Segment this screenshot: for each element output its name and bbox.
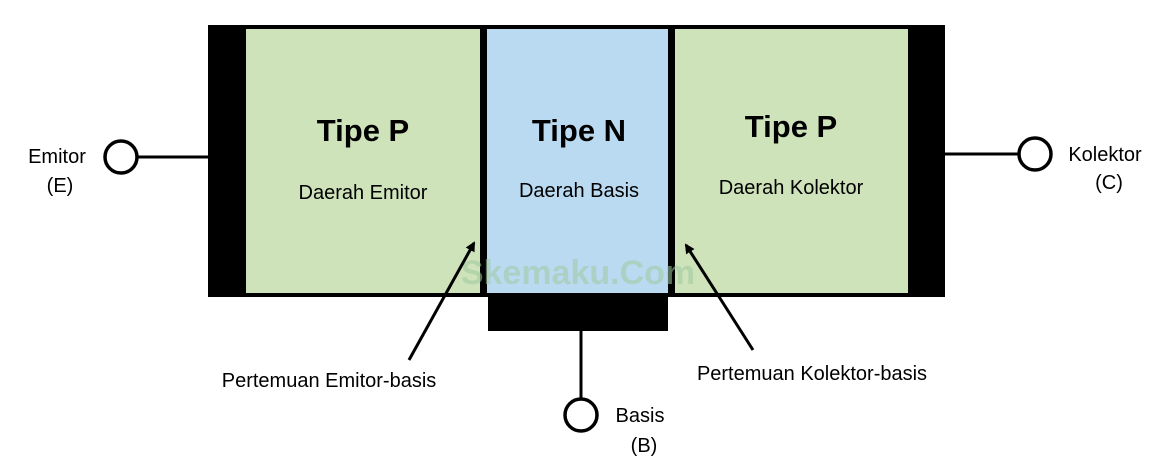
collector-terminal-symbol: (C) bbox=[1095, 172, 1123, 194]
emitter-terminal-label: Emitor bbox=[28, 146, 86, 168]
emitter-region-type: Tipe P bbox=[317, 113, 409, 148]
emitter-base-junction-arrow bbox=[407, 241, 476, 361]
base-terminal-label: Basis bbox=[616, 405, 665, 427]
collector-base-junction-label: Pertemuan Kolektor-basis bbox=[697, 363, 927, 385]
base-terminal-icon bbox=[563, 397, 599, 433]
emitter-base-junction-line bbox=[480, 27, 487, 295]
watermark-text: Skemaku.Com bbox=[461, 254, 695, 292]
base-contact-block bbox=[488, 293, 668, 331]
collector-region-name: Daerah Kolektor bbox=[719, 177, 864, 199]
emitter-region-name: Daerah Emitor bbox=[299, 182, 428, 204]
collector-base-junction-line bbox=[668, 27, 675, 295]
collector-terminal-label: Kolektor bbox=[1068, 144, 1142, 166]
base-region-name: Daerah Basis bbox=[519, 180, 639, 202]
base-terminal-symbol: (B) bbox=[631, 435, 658, 457]
emitter-region bbox=[246, 29, 481, 293]
emitter-terminal-symbol: (E) bbox=[47, 175, 74, 197]
collector-base-junction-arrow bbox=[684, 243, 755, 351]
emitter-base-junction-label: Pertemuan Emitor-basis bbox=[222, 370, 437, 392]
emitter-terminal-icon bbox=[103, 139, 139, 175]
collector-region-type: Tipe P bbox=[745, 109, 837, 144]
collector-terminal-icon bbox=[1017, 136, 1053, 172]
base-region-type: Tipe N bbox=[532, 113, 626, 148]
collector-contact-bar bbox=[908, 27, 943, 295]
base-region bbox=[487, 29, 668, 293]
collector-region bbox=[675, 29, 908, 293]
emitter-contact-bar bbox=[210, 27, 246, 295]
